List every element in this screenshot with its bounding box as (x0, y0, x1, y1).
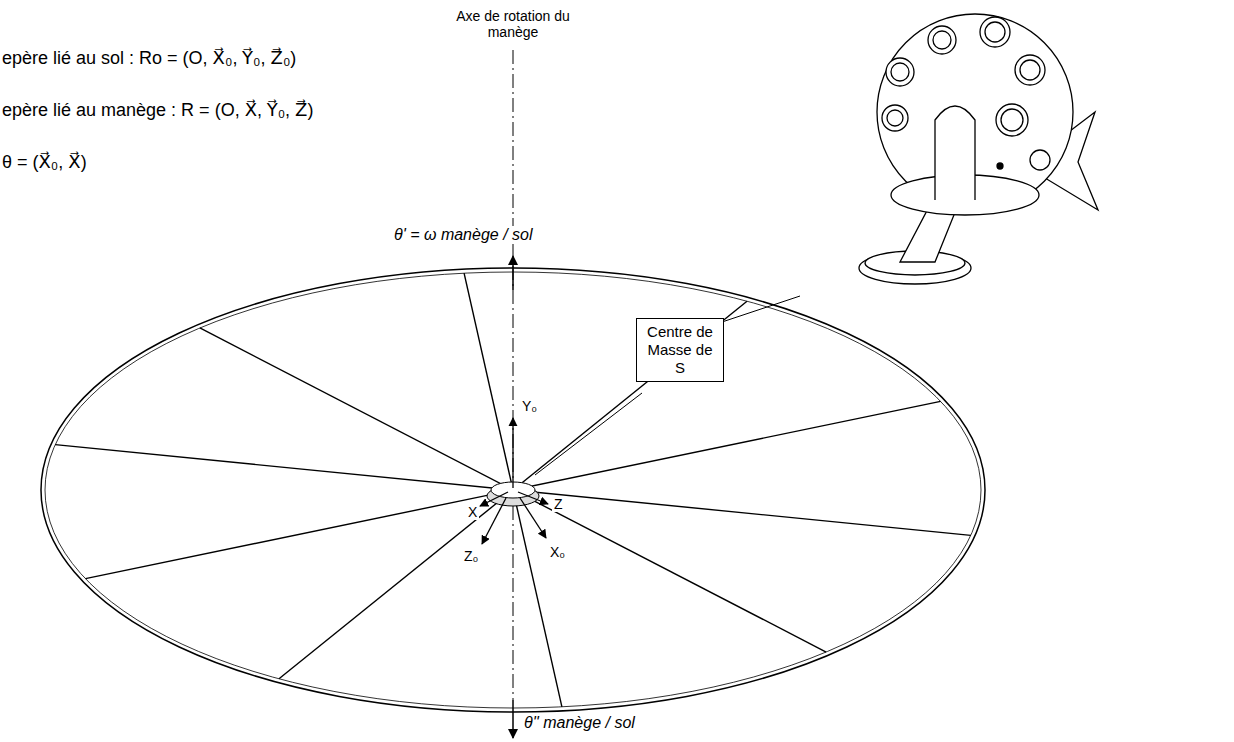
platform-rim (41, 268, 985, 712)
fish-cabin (859, 14, 1098, 284)
spoke (279, 301, 747, 679)
angular-accel-arrow (512, 700, 514, 738)
spoke (85, 401, 940, 578)
spokes (55, 273, 971, 707)
callout-box: Centre de Masse de S (636, 318, 724, 382)
angular-speed-arrow (512, 256, 514, 290)
axis-label: Axe de rotation du manège (455, 8, 571, 40)
frame-definition: epère lié au manège : R = (O, X⃗, Y⃗₀, Z… (2, 100, 313, 121)
vector-label: X (466, 504, 479, 520)
angle-definition: θ = (X⃗₀, X⃗) (2, 152, 87, 173)
angular-accel-label: θ'' manège / sol (522, 714, 637, 732)
platform-rim-inner (45, 272, 981, 708)
z0-vector (482, 498, 506, 544)
x0-vector (520, 498, 546, 538)
leader-line (722, 296, 800, 322)
vector-label: Z₀ (462, 548, 480, 564)
box-text: Centre de Masse de S (642, 323, 718, 377)
vector-label: Z (552, 496, 565, 512)
spoke (464, 273, 562, 707)
rotation-axis (513, 50, 514, 700)
vector-label: Y₀ (520, 398, 539, 414)
y0-vector (512, 418, 513, 488)
leader-line (535, 393, 642, 475)
vector-label: X₀ (548, 544, 567, 560)
spoke (200, 328, 826, 652)
angular-speed-label: θ' = ω manège / sol (392, 226, 534, 244)
frame-definition: epère lié au sol : Ro = (O, X⃗₀, Y⃗₀, Z⃗… (2, 48, 296, 69)
x-vector (480, 492, 508, 506)
